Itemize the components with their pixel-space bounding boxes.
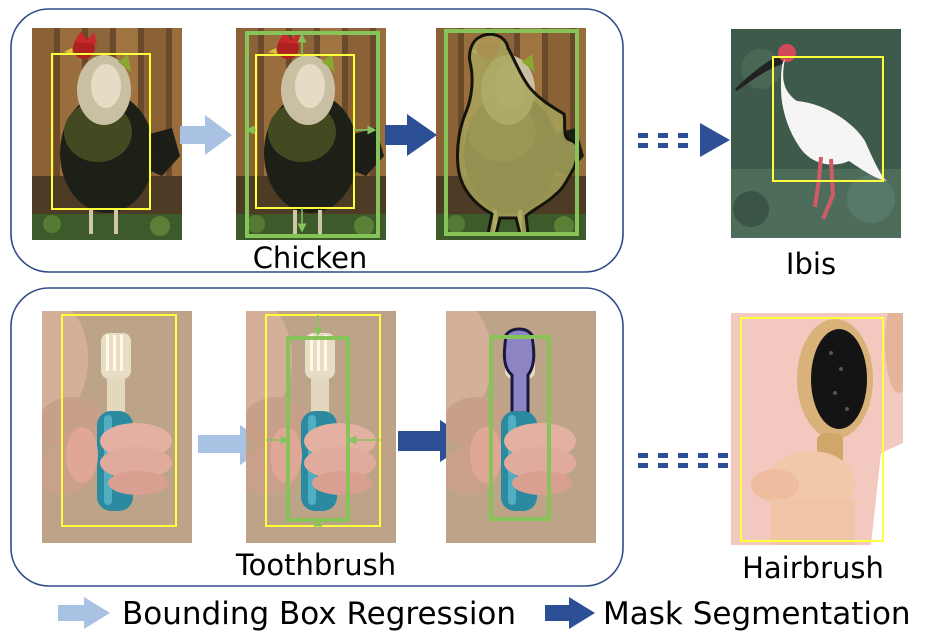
toothbrush-caption: Toothbrush: [235, 548, 396, 582]
chicken-original-image: [32, 28, 182, 240]
hairbrush-caption: Hairbrush: [742, 551, 884, 585]
green-box: [444, 29, 579, 236]
green-box: [245, 31, 380, 238]
chicken-mask-image: [436, 28, 586, 240]
light-arrow-icon: [58, 597, 110, 629]
chicken-caption: Chicken: [253, 241, 368, 275]
yellow-box: [51, 53, 151, 210]
legend-mask-segmentation-label: Mask Segmentation: [603, 596, 911, 631]
yellow-box: [740, 317, 884, 542]
light-arrow-icon: [180, 115, 232, 155]
green-box: [489, 335, 551, 521]
legend: Bounding Box Regression Mask Segmentatio…: [58, 596, 911, 631]
toothbrush-regressed-image: [246, 311, 396, 543]
yellow-box: [772, 56, 884, 182]
hairbrush-image: [731, 313, 903, 545]
yellow-box: [265, 314, 381, 527]
dark-arrow-icon: [545, 597, 595, 629]
toothbrush-mask-image: [446, 311, 596, 543]
chicken-panel: [10, 8, 624, 273]
toothbrush-original-image: [42, 311, 192, 543]
dark-arrow-icon: [385, 114, 437, 156]
ibis-image: [731, 29, 901, 238]
ibis-caption: Ibis: [786, 247, 836, 281]
transfer-arrow-icon: [638, 123, 730, 157]
yellow-box: [61, 314, 177, 527]
toothbrush-panel: [10, 287, 624, 587]
yellow-box: [255, 54, 355, 209]
legend-bbox-regression-label: Bounding Box Regression: [122, 596, 516, 631]
chicken-regressed-image: [236, 28, 386, 240]
